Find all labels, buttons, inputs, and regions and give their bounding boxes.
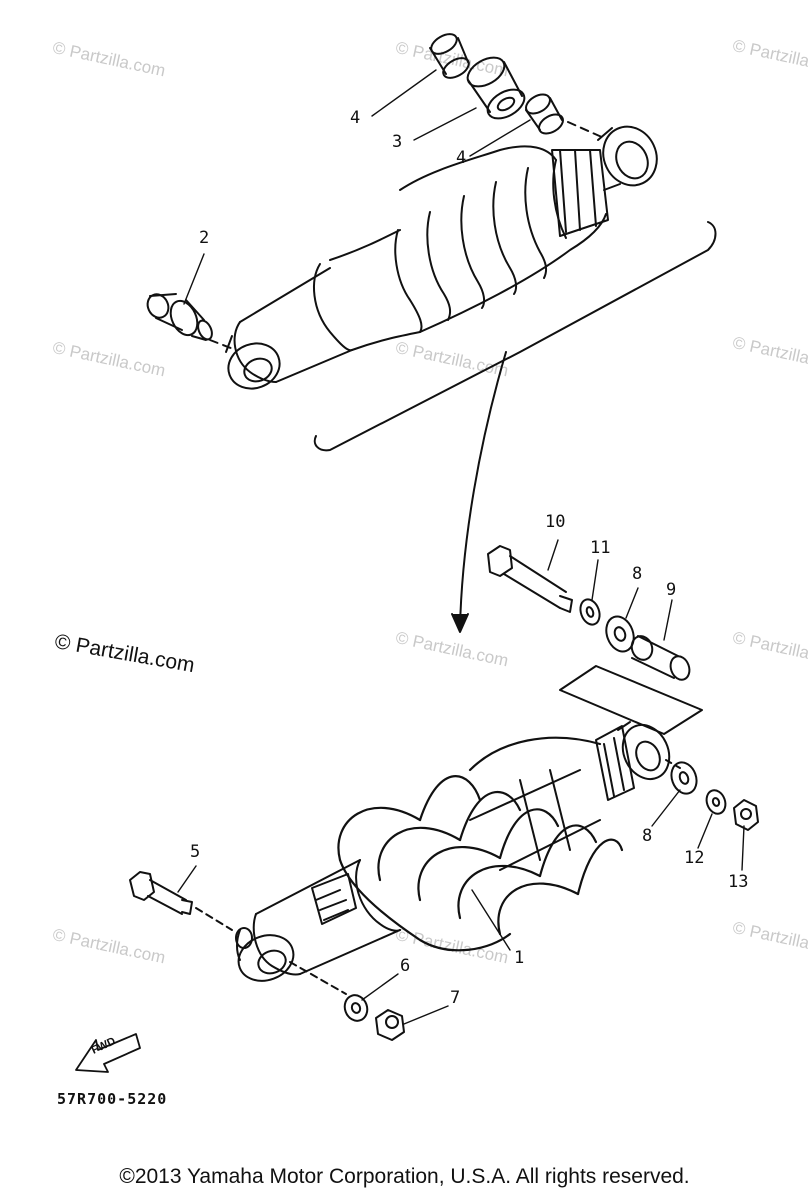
fwd-arrow-icon: [75, 1033, 141, 1073]
shock-body-top: [233, 267, 353, 383]
bushing-part-3: [466, 56, 526, 120]
bolt-part-5: [129, 871, 233, 931]
shock-bottom-eye-top: [209, 335, 281, 390]
collar-part-4b: [525, 93, 564, 135]
rubber-boot: [313, 145, 607, 352]
shock-top-eye: [567, 121, 658, 191]
callout-2: 2: [199, 228, 210, 248]
callout-7: 7: [450, 988, 461, 1008]
washer-part-11: [579, 598, 601, 626]
washer-part-8a: [605, 615, 635, 653]
callout-12: 12: [684, 848, 705, 868]
pivot-frame: [559, 665, 703, 735]
callout-11: 11: [590, 538, 611, 558]
callout-9: 9: [666, 580, 677, 600]
sleeve-part-9: [630, 635, 691, 681]
lower-adjuster: [595, 725, 635, 801]
shock-lower-bottom-eye: [235, 927, 347, 995]
nut-part-7: [375, 1009, 405, 1041]
callout-4b: 4: [456, 148, 467, 168]
callout-10: 10: [545, 512, 566, 532]
shock-body-bottom: [252, 859, 401, 976]
bottom-shock-assembly: [129, 545, 759, 1041]
callout-3: 3: [392, 132, 403, 152]
copyright-notice: ©2013 Yamaha Motor Corporation, U.S.A. A…: [119, 1165, 690, 1188]
shock-lower-top-eye: [617, 721, 681, 781]
assembly-bracket: [313, 221, 717, 452]
washer-part-12: [705, 789, 727, 815]
assembly-arrow: [451, 351, 507, 633]
callout-1: 1: [514, 948, 525, 968]
collar-part-4a: [429, 33, 470, 79]
top-shock-assembly: [146, 33, 717, 452]
spacer-part-2: [146, 293, 213, 341]
callout-6: 6: [400, 956, 411, 976]
nut-part-13: [733, 799, 759, 831]
callout-13: 13: [728, 872, 749, 892]
callout-4a: 4: [350, 108, 361, 128]
washer-part-6: [343, 994, 369, 1022]
diagram-code: 57R700-5220: [57, 1090, 168, 1108]
adjuster-ring: [551, 149, 609, 237]
damper-rod: [469, 769, 601, 871]
leader-lines: [177, 69, 745, 1025]
bolt-part-10: [487, 545, 573, 613]
callout-8a: 8: [632, 564, 643, 584]
callout-8b: 8: [642, 826, 653, 846]
washer-part-8b: [670, 761, 698, 795]
callout-5: 5: [190, 842, 201, 862]
